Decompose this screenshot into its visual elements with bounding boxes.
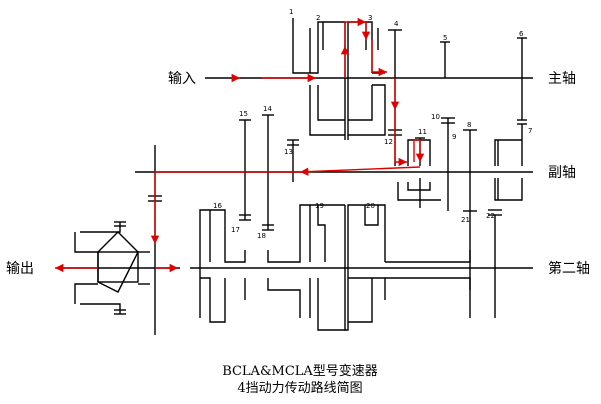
gear-19-20-sync — [309, 204, 471, 331]
gear-number-13: 13 — [284, 148, 293, 156]
output-differential — [60, 145, 180, 335]
label-output: 输出 — [6, 261, 34, 277]
gear-number-14: 14 — [263, 105, 272, 113]
gear-13 — [287, 139, 299, 182]
gear-18-body — [267, 204, 345, 318]
gear-number-21: 21 — [461, 216, 470, 224]
gear-number-5: 5 — [443, 34, 447, 42]
gear-number-22: 22 — [486, 212, 495, 220]
label-main-shaft: 主轴 — [548, 71, 576, 87]
gear-number-2: 2 — [316, 14, 320, 22]
gear-number-17: 17 — [231, 226, 240, 234]
gear-number-1: 1 — [289, 8, 293, 16]
gear-15-17 — [239, 119, 251, 221]
label-counter-shaft: 副轴 — [548, 165, 576, 181]
power-path-4th-gear — [55, 17, 425, 273]
gear-number-4: 4 — [394, 20, 399, 28]
label-second-shaft: 第二轴 — [548, 260, 590, 277]
gear-21-22 — [463, 178, 523, 318]
gear-number-6: 6 — [519, 30, 524, 38]
gear-number-12: 12 — [384, 138, 393, 146]
gear-number-8: 8 — [467, 121, 471, 129]
gear-number-3: 3 — [368, 14, 372, 22]
gear-number-11: 11 — [418, 128, 427, 136]
caption-line-1: BCLA&MCLA型号变速器 — [222, 363, 378, 379]
gear-number-7: 7 — [528, 127, 532, 135]
gear-number-9: 9 — [452, 133, 456, 141]
gear-5 — [440, 41, 450, 78]
gear-2-3-sync — [317, 21, 385, 74]
gear-number-15: 15 — [239, 110, 248, 118]
gear-1 — [292, 18, 319, 74]
gear-8-9-10 — [441, 117, 477, 211]
caption-line-2: 4挡动力传动路线简图 — [237, 380, 362, 396]
gear-6-7 — [494, 37, 527, 166]
hub-upper-body — [309, 22, 386, 140]
gear-number-10: 10 — [431, 113, 440, 121]
gear-number-16: 16 — [213, 202, 222, 210]
gear-16-body — [199, 209, 246, 323]
label-input: 输入 — [168, 71, 196, 87]
gear-number-18: 18 — [257, 232, 266, 240]
gear-number-20: 20 — [366, 202, 375, 210]
gear-number-19: 19 — [315, 202, 324, 210]
